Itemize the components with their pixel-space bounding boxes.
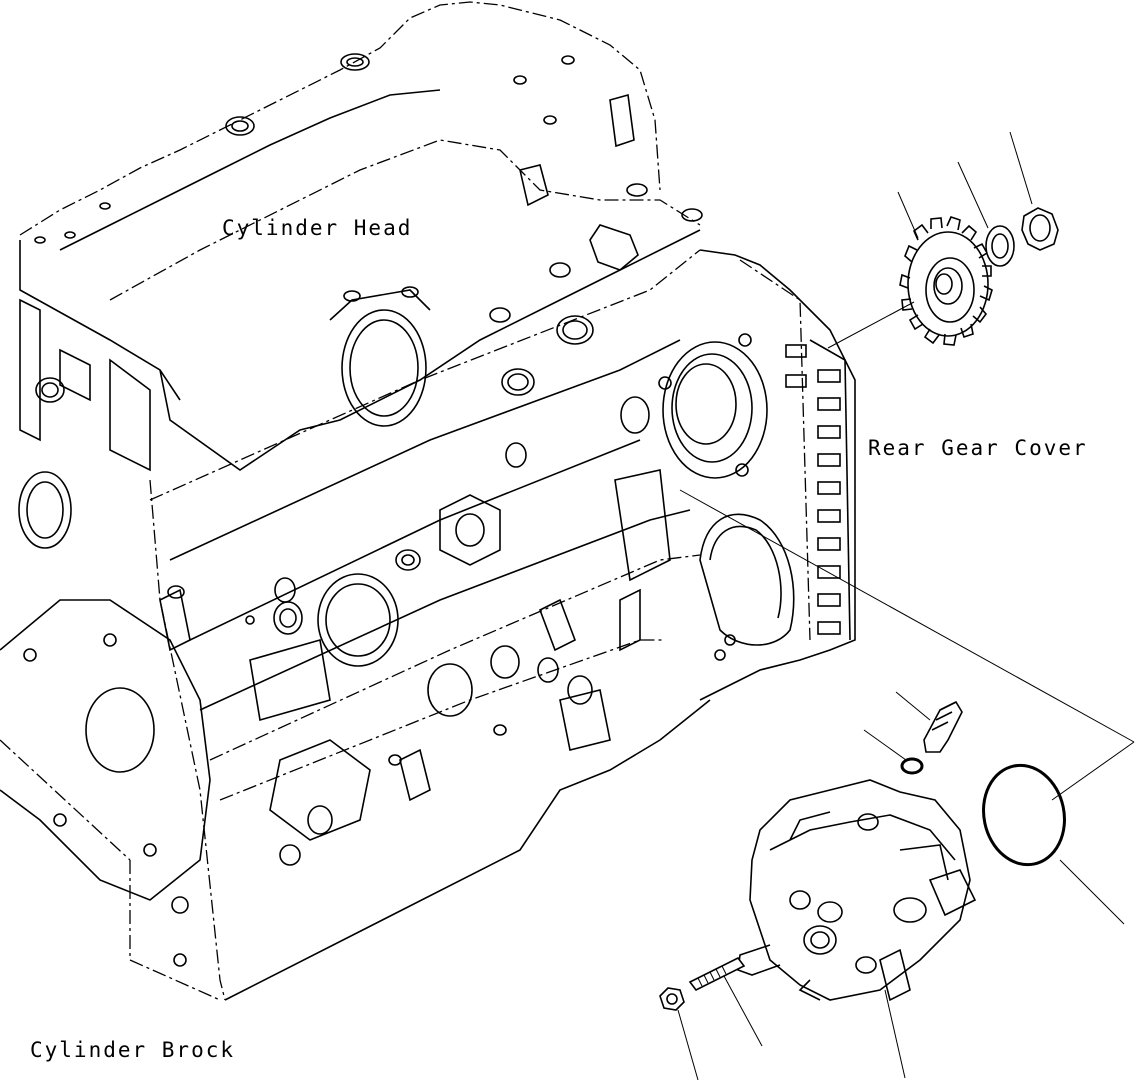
- o-ring: [982, 763, 1066, 867]
- housing-ribs: [785, 344, 841, 635]
- gear-nut: [1021, 207, 1059, 251]
- fuel-injection-pump: [737, 779, 977, 1002]
- pump-stud: [688, 956, 746, 992]
- cylinder-block-label: Cylinder Brock: [30, 1038, 236, 1062]
- pump-nut: [659, 987, 685, 1011]
- cylinder-head-label: Cylinder Head: [222, 216, 413, 240]
- pump-drive-gear: [899, 216, 993, 346]
- cylinder-block: [0, 249, 711, 1001]
- leader-lines: [677, 131, 1135, 1080]
- pump-fitting: [900, 700, 963, 775]
- rear-gear-cover-label: Rear Gear Cover: [868, 436, 1088, 460]
- rear-gear-cover: [614, 249, 856, 701]
- lock-washer: [985, 225, 1015, 267]
